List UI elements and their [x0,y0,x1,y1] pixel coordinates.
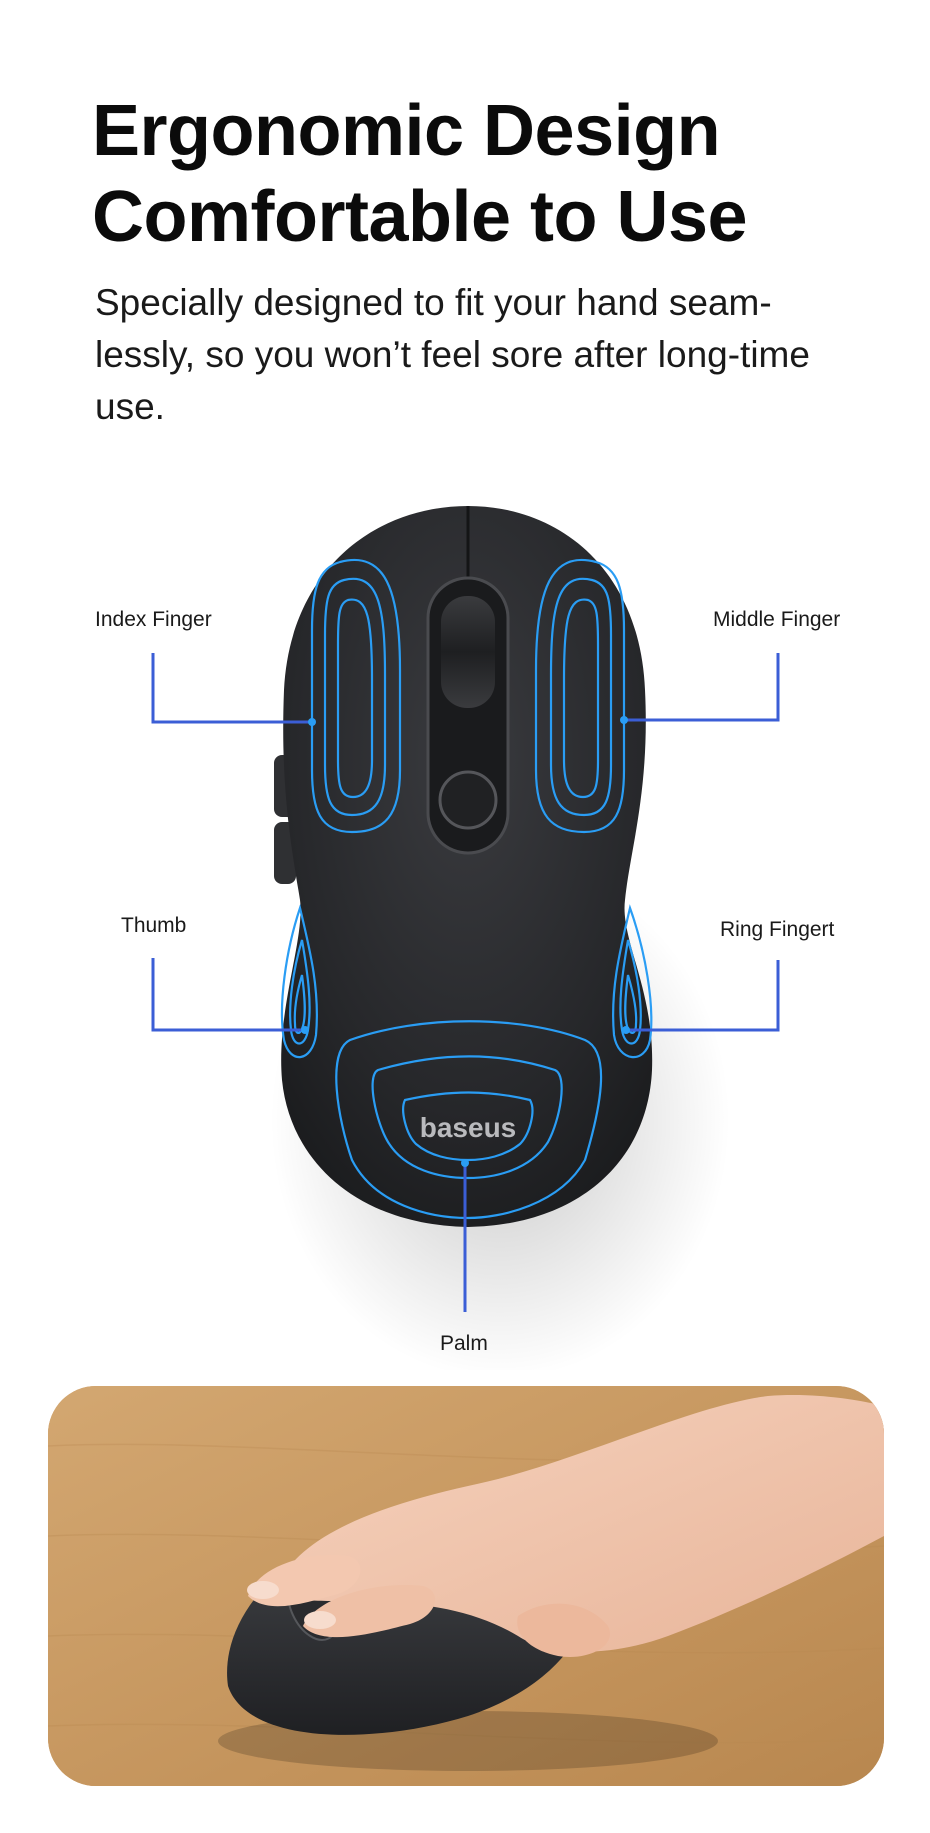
callout-lines [151,653,780,1312]
subtitle-line-3: use. [95,386,165,427]
index-dot [308,718,316,726]
ring-finger-contour [612,904,653,1059]
palm-contour [335,1020,603,1220]
photo-middle-finger [303,1585,436,1638]
scroll-wheel [441,596,495,708]
subtitle-line-2: lessly, so you won’t feel sore after lon… [95,334,810,375]
label-palm: Palm [440,1332,488,1355]
thumb-contour [280,903,318,1059]
middle-finger-contour [534,558,626,834]
mouse-grip-diagram: baseus Index Finger Middle Finger Thumb … [0,470,930,1370]
title-line-1: Ergonomic Design [92,91,721,171]
photo-nail-1 [247,1581,279,1599]
brand-logo: baseus [420,1112,517,1143]
mouse-body [281,506,653,1227]
mouse-top-view: baseus [151,506,780,1370]
photo-thumb [517,1603,610,1657]
index-callout-line [151,653,312,724]
ring-dot [622,1026,630,1034]
palm-dot [461,1159,469,1167]
photo-illustration [48,1386,884,1786]
photo-hand [277,1394,884,1652]
callout-dots [301,716,630,1167]
label-middle-finger: Middle Finger [713,608,841,631]
subtitle-line-1: Specially designed to fit your hand seam… [95,282,772,323]
dpi-button [438,770,498,830]
hand-on-mouse-photo [48,1386,884,1786]
label-index-finger: Index Finger [95,608,212,631]
photo-nail-2 [304,1611,336,1629]
label-thumb: Thumb [121,914,187,937]
page-subtitle: Specially designed to fit your hand seam… [95,277,885,433]
middle-callout-line [624,653,780,722]
thumb-callout-line [151,958,305,1032]
label-ring-finger: Ring Fingert [720,918,835,941]
middle-dot [620,716,628,724]
ring-callout-line [626,960,780,1032]
thumb-dot [301,1026,309,1034]
page-title: Ergonomic Design Comfortable to Use [92,88,892,260]
index-finger-contour [310,558,402,834]
title-line-2: Comfortable to Use [92,177,748,257]
